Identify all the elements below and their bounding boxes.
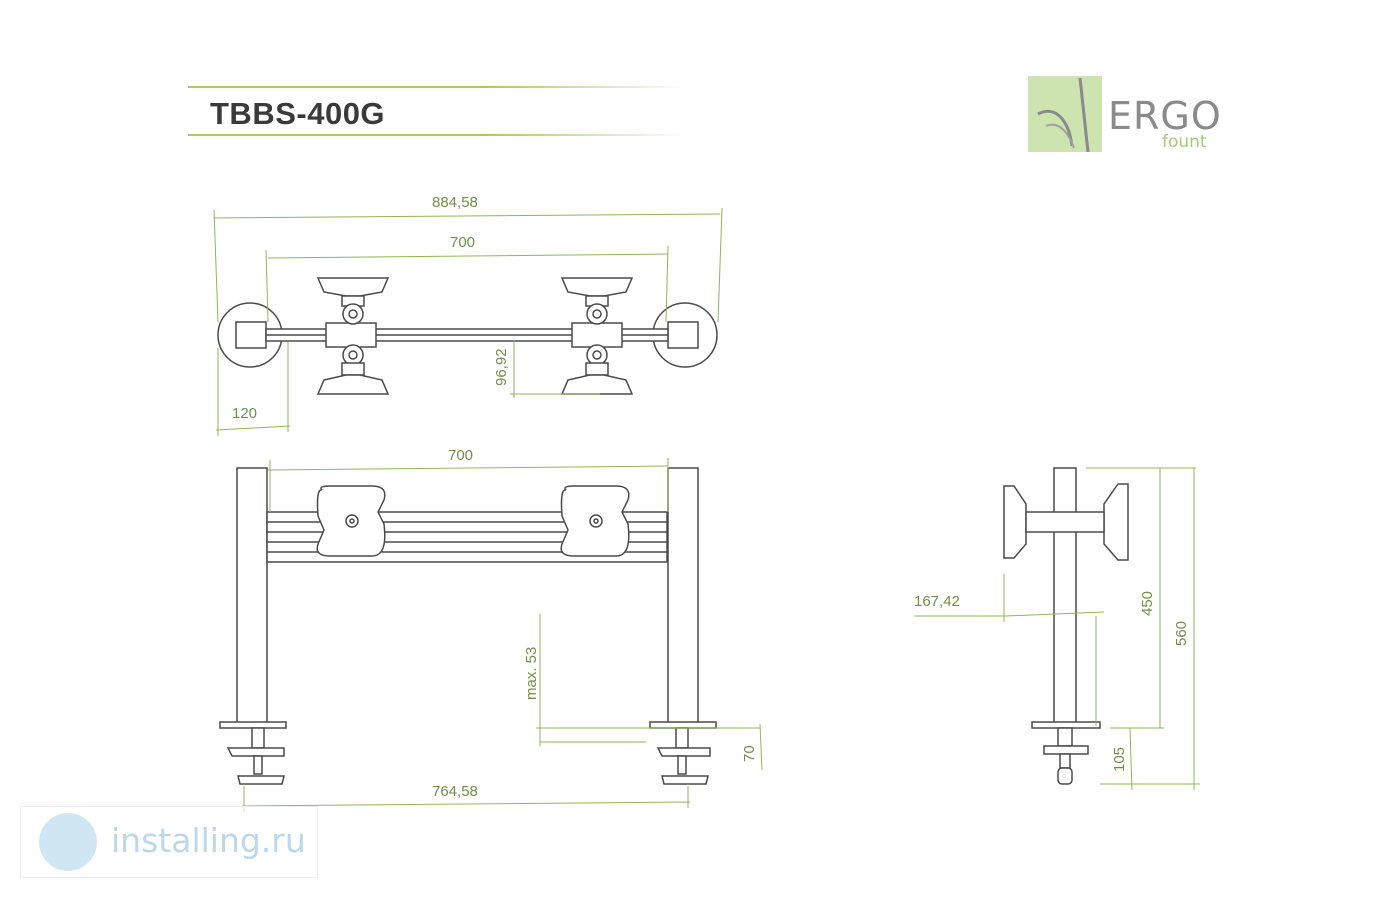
ergo-logo: ERGO fount <box>1026 72 1221 168</box>
right-base-plate <box>649 721 717 729</box>
side-base-plate <box>1031 721 1101 729</box>
left-desk-clamp <box>226 727 285 785</box>
watermark-text: installing.ru <box>111 821 306 860</box>
dim-front-spacing: 700 <box>448 447 473 464</box>
logo-wordmark: ERGO <box>1108 94 1222 138</box>
side-arm <box>1025 511 1105 533</box>
watermark-logo-icon <box>39 813 97 871</box>
title-block: TBBS-400G <box>188 86 688 138</box>
side-view <box>1003 467 1129 785</box>
left-base-plate <box>219 721 287 729</box>
page-title: TBBS-400G <box>210 96 386 131</box>
dim-side-offset: 167,42 <box>914 593 960 610</box>
right-post <box>667 467 699 727</box>
watermark: installing.ru <box>20 806 318 878</box>
dim-side-total-height: 560 <box>1173 621 1190 646</box>
dim-base-span: 764,58 <box>432 783 478 800</box>
dim-top-spacing: 700 <box>450 234 475 251</box>
top-view-dimensions <box>213 207 723 436</box>
dim-clamp-thickness: max. 53 <box>523 647 540 700</box>
side-view-dimensions <box>914 467 1200 791</box>
left-post-top <box>235 321 267 349</box>
front-view <box>219 467 717 785</box>
side-right-monitor <box>1103 483 1129 561</box>
right-desk-clamp <box>656 727 711 785</box>
right-post-top <box>667 321 699 349</box>
dim-side-clamp: 105 <box>1111 747 1128 772</box>
right-mount-top <box>560 277 634 395</box>
dim-offset-vertical: 96,92 <box>493 348 510 386</box>
dim-base-depth: 120 <box>232 405 257 422</box>
left-post <box>236 467 268 727</box>
title-rule-top <box>188 86 688 88</box>
top-view <box>217 277 718 395</box>
left-mount-top <box>316 277 390 395</box>
side-post <box>1053 467 1077 727</box>
side-left-monitor <box>1003 485 1027 559</box>
right-clamp-top <box>571 322 623 348</box>
logo-subtitle: fount <box>1162 132 1207 152</box>
title-rule-bottom <box>188 134 688 136</box>
logo-mark <box>1028 76 1102 153</box>
side-desk-clamp <box>1043 727 1089 785</box>
dim-top-total-width: 884,58 <box>432 194 478 211</box>
left-clamp-top <box>325 322 377 348</box>
dim-clamp-height: 70 <box>741 745 758 762</box>
front-view-dimensions <box>241 458 763 812</box>
dim-side-mount-height: 450 <box>1139 591 1156 616</box>
